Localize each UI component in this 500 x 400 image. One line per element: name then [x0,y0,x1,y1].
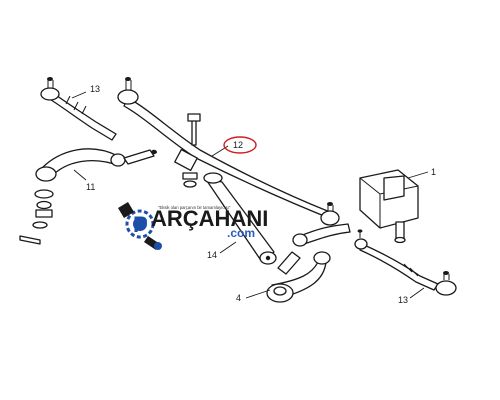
gear-icon [125,209,155,239]
steering-arm-11 [35,148,157,182]
steering-gear-bracket-1 [359,169,419,244]
tie-rod-end-13-right [354,229,457,296]
bolt [182,113,201,188]
logo-brand: ARÇAHANI [151,206,268,231]
tie-rod-right [277,223,351,275]
callout-14: 14 [207,250,217,260]
logo-tagline: "Eksik olan parçanın bir tamamlayıcısı" [158,205,231,210]
steering-damper-14 [203,172,277,265]
parcahani-logo: P ARÇAHANI .com "Eksik olan parçanın bir… [118,202,268,250]
callout-13-bottom: 13 [398,295,408,305]
logo-letter: P [133,212,148,237]
drag-link-12 [117,77,340,226]
callout-1: 1 [431,167,436,177]
callout-12-highlight [223,136,257,154]
callout-12: 12 [233,140,243,150]
piston-icon [118,202,162,250]
pitman-arm-4 [266,251,331,303]
logo-domain: .com [227,226,255,240]
fastener-stack [19,189,54,245]
tie-rod-end-13-left [40,77,117,141]
callout-4: 4 [236,293,241,303]
callout-13-top: 13 [90,84,100,94]
callout-11: 11 [86,182,95,192]
